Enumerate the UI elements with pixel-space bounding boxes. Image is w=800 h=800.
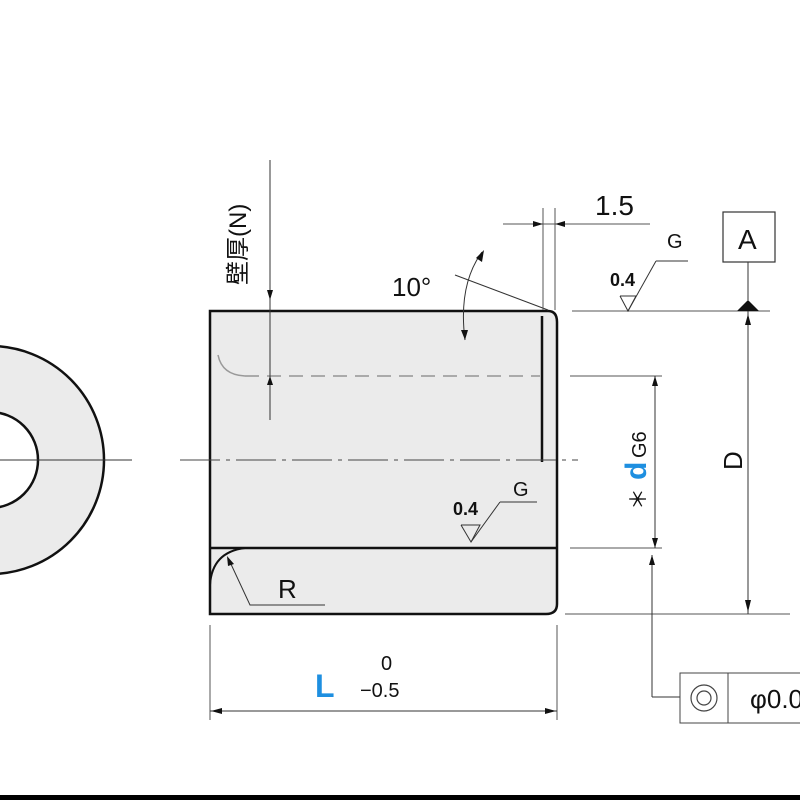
wall-thickness-label: 壁厚(N): [225, 204, 252, 285]
angle-label: 10°: [392, 272, 431, 302]
inner-diameter-tolerance: G6: [629, 431, 651, 458]
diameter-dimensions: ＊ d G6 D: [565, 311, 790, 697]
radius-callout: R: [227, 556, 325, 606]
roughness-value: 0.4: [610, 270, 635, 290]
datum-a: A: [572, 211, 776, 312]
wall-thickness-dimension: 壁厚(N): [225, 160, 273, 420]
radius-label: R: [278, 574, 297, 604]
chamfer-width-dimension: 1.5: [503, 190, 650, 310]
concentricity-icon: [690, 684, 718, 712]
roughness-grade: G: [667, 231, 683, 253]
chamfer-width-label: 1.5: [595, 190, 634, 221]
inner-diameter-symbol: d: [620, 462, 653, 480]
bottom-border: [0, 795, 800, 800]
roughness-grade: G: [513, 479, 529, 501]
length-lower-tolerance: −0.5: [360, 680, 399, 702]
length-symbol: L: [315, 668, 335, 704]
inner-diameter-prefix: ＊: [626, 488, 651, 510]
roughness-symbol-bore: 0.4 G: [453, 479, 537, 544]
roughness-symbol-top: 0.4 G: [610, 231, 688, 313]
length-upper-tolerance: 0: [381, 653, 392, 675]
length-dimension: L 0 −0.5: [209, 625, 558, 720]
angle-dimension: 10°: [392, 250, 549, 341]
concentricity-frame: φ0.0: [652, 672, 800, 724]
datum-label: A: [738, 224, 757, 255]
end-view: [0, 345, 132, 575]
concentricity-value: φ0.0: [750, 684, 800, 714]
bushing-section: [180, 309, 578, 616]
roughness-value: 0.4: [453, 499, 478, 519]
outer-diameter-label: D: [718, 451, 748, 470]
